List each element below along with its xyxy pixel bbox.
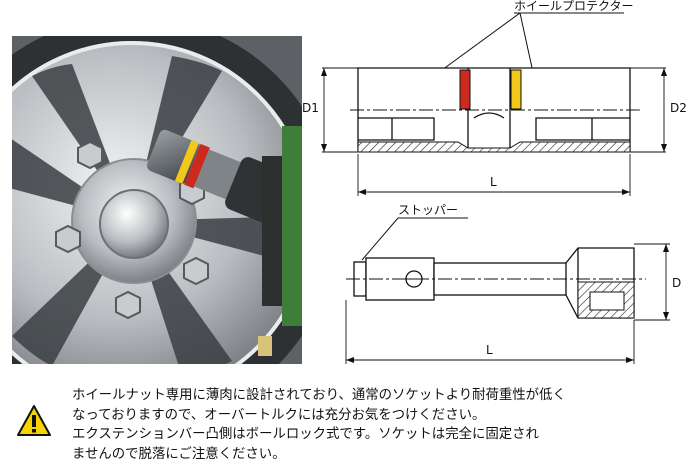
length-label-bottom: L: [486, 343, 493, 357]
technical-drawings: ホイールプロテクター: [300, 0, 692, 372]
stopper-label: ストッパー: [398, 203, 458, 217]
socket-drawing: ホイールプロテクター: [302, 0, 687, 196]
d-label: D: [672, 276, 681, 290]
d2-label: D2: [670, 101, 687, 115]
d1-label: D1: [302, 101, 319, 115]
notice-line: ホイールナット専用に薄肉に設計されており、通常のソケットより耐荷重性が低く: [72, 388, 566, 403]
caution-notice: ホイールナット専用に薄肉に設計されており、通常のソケットより耐荷重性が低く なっ…: [72, 386, 682, 464]
notice-line: ませんので脱落にご注意ください。: [72, 446, 286, 462]
caution-triangle-icon: [16, 404, 52, 438]
notice-line: なっておりますので、オーバートルクには充分お気をつけください。: [72, 407, 486, 423]
notice-line: エクステンションバー凸側はボールロック式です。ソケットは完全に固定され: [72, 427, 539, 442]
length-label-top: L: [490, 175, 497, 189]
wheel-protector-label: ホイールプロテクター: [514, 0, 634, 13]
wheel-product-photo: [12, 36, 302, 364]
extension-bar-drawing: ストッパー D: [345, 203, 681, 364]
